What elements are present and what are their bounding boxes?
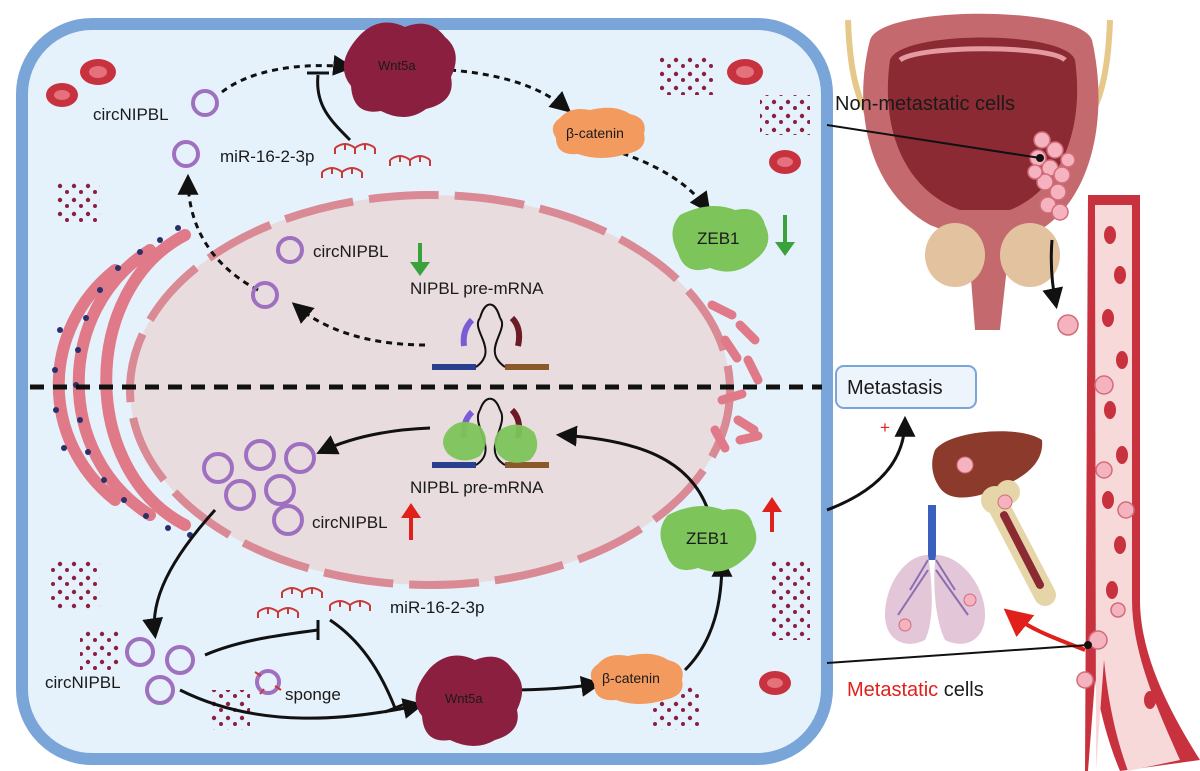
ribosomes <box>52 225 193 538</box>
circ-rings-cluster <box>202 439 316 536</box>
arrow-cluster-to-circ-bottom <box>142 508 217 640</box>
label-circ-nucleus-top: circNIPBL <box>313 242 389 261</box>
svg-text:ZEB1: ZEB1 <box>697 229 740 248</box>
label-metastatic-cells: Metastatic cells <box>847 679 984 701</box>
inhibit-circ-to-mir <box>204 628 319 657</box>
svg-text:β-catenin: β-catenin <box>566 125 624 141</box>
label-sponge: sponge <box>285 685 341 704</box>
wnt5a-bottom: Wnt5a <box>415 655 523 746</box>
zeb1-top: ZEB1 <box>672 206 769 272</box>
premrna-schematic-bottom <box>432 397 549 468</box>
circ-rings-nucleus-top <box>251 236 304 309</box>
er-fragments-right <box>707 300 763 453</box>
arrow-to-metastasis <box>826 415 916 512</box>
plus-sign: + <box>880 418 890 437</box>
svg-text:Wnt5a: Wnt5a <box>445 691 483 706</box>
label-mir-bottom: miR-16-2-3p <box>390 598 484 617</box>
beta-catenin-top: β-catenin <box>552 107 645 158</box>
down-arrow-circ-top <box>410 243 430 276</box>
arrow-bladder-to-vessel <box>1042 239 1064 310</box>
dashed-arrow-circ-to-wnt <box>221 54 355 94</box>
label-metastasis: Metastasis <box>847 377 943 399</box>
mirna-glyphs-top <box>321 143 431 178</box>
premrna-schematic-top <box>432 303 549 370</box>
svg-text:β-catenin: β-catenin <box>602 670 660 686</box>
circ-rings-bottom-left <box>125 637 195 705</box>
sponge-icon <box>254 669 282 695</box>
nucleus <box>130 195 730 585</box>
mirna-glyphs-bottom <box>257 587 371 618</box>
dashed-arrow-premrna-to-circ <box>291 302 426 347</box>
label-circ-bottom-left: circNIPBL <box>45 673 121 692</box>
pointer-metastatic <box>826 644 1089 664</box>
arrow-zeb-to-premrna <box>555 425 710 511</box>
arrow-premrna-to-cluster <box>316 426 431 455</box>
red-arrow-to-organs <box>1003 608 1086 652</box>
lungs <box>885 505 985 644</box>
bladder <box>845 13 1113 330</box>
zeb1-bottom: ZEB1 <box>660 506 757 572</box>
label-premrna-bottom: NIPBL pre-mRNA <box>410 478 544 497</box>
vesicle-dots <box>50 55 810 730</box>
blood-vessel <box>1085 195 1200 771</box>
label-circ-cluster: circNIPBL <box>312 513 388 532</box>
label-premrna-top: NIPBL pre-mRNA <box>410 279 544 298</box>
label-mir-top: miR-16-2-3p <box>220 147 314 166</box>
up-arrow-circ-bottom <box>401 503 421 540</box>
vessel-blood-cells <box>1102 226 1156 709</box>
circ-rings-top <box>172 89 219 168</box>
dashed-arrow-bcat-to-zeb <box>611 148 711 214</box>
wnt5a-top: Wnt5a <box>343 22 456 118</box>
up-arrow-zeb-bottom <box>762 497 782 532</box>
arrow-bcat-to-zeb <box>683 555 733 672</box>
bone <box>981 480 1056 606</box>
beta-catenin-bottom: β-catenin <box>590 653 683 704</box>
label-metastatic-word: Metastatic <box>847 679 938 701</box>
svg-text:Wnt5a: Wnt5a <box>378 58 416 73</box>
nuclear-envelope <box>126 191 734 589</box>
label-circ-top-left: circNIPBL <box>93 105 169 124</box>
inhibit-line-top <box>316 74 352 142</box>
red-blood-cells <box>46 59 801 695</box>
label-cells-word: cells <box>938 679 984 701</box>
circulating-tumor-cells <box>1057 314 1135 689</box>
liver <box>932 431 1043 498</box>
dashed-arrow-nucleus-to-cyto <box>177 173 259 292</box>
label-non-metastatic: Non-metastatic cells <box>835 93 1015 115</box>
tumor-cluster <box>1027 131 1076 221</box>
pointer-non-metastatic <box>826 124 1041 159</box>
svg-text:ZEB1: ZEB1 <box>686 529 729 548</box>
metastasis-box <box>835 365 977 409</box>
inhibit-mir-to-wnt <box>329 618 397 709</box>
down-arrow-zeb-top <box>775 215 795 256</box>
